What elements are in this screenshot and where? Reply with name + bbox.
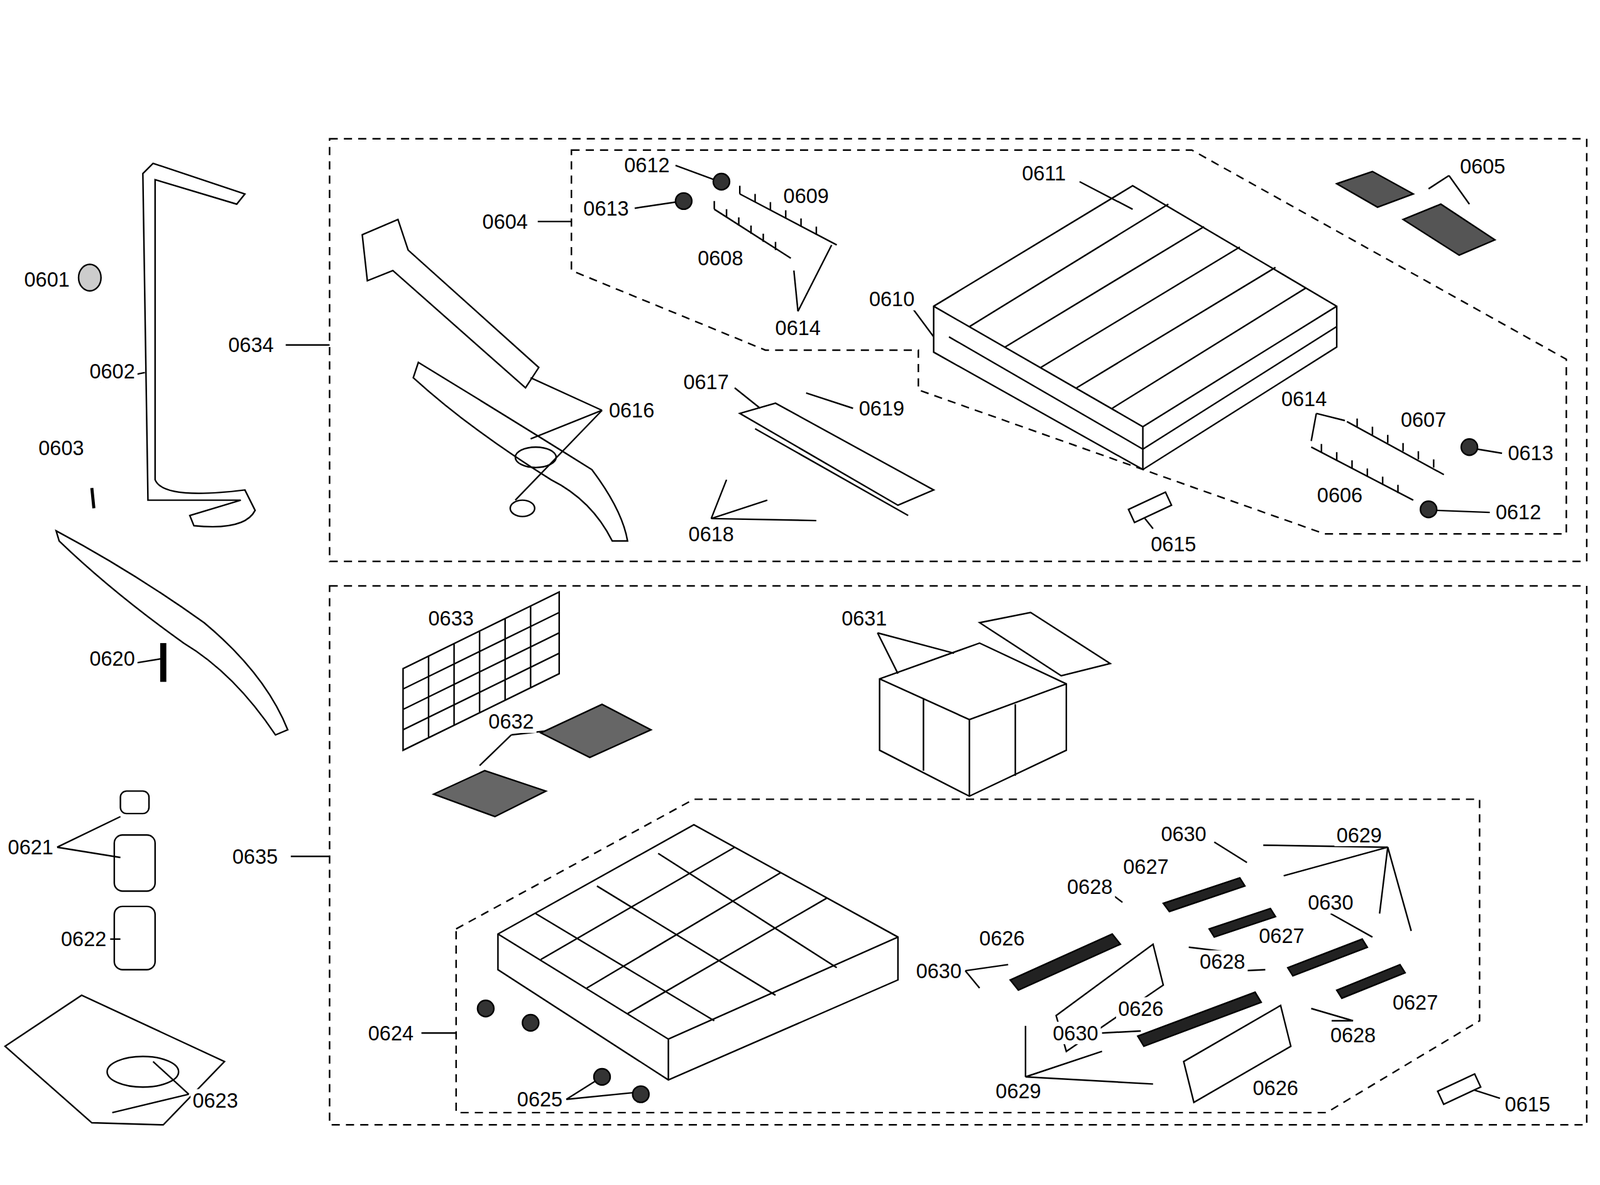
callout-number: 0630	[1158, 822, 1209, 846]
callout-number: 0604	[480, 209, 530, 233]
callout-number: 0633	[426, 607, 476, 630]
callout-number: 0615	[1148, 532, 1199, 556]
callout-number: 0632	[486, 710, 537, 733]
callout-number: 0635	[230, 844, 281, 868]
callout-number: 0630	[1050, 1021, 1101, 1044]
callout-number: 0613	[1505, 441, 1556, 465]
callout-number: 0630	[913, 958, 964, 982]
callout-number: 0605	[1457, 155, 1508, 178]
callout-number: 0601	[21, 268, 72, 291]
callout-number: 0626	[977, 926, 1027, 949]
callout-number: 0612	[622, 153, 672, 177]
callout-number: 0625	[515, 1087, 565, 1111]
callout-number: 0624	[366, 1021, 417, 1044]
callout-number: 0613	[581, 196, 631, 220]
callout-number: 0614	[1279, 387, 1330, 411]
callout-number: 0608	[695, 246, 746, 270]
callout-number: 0621	[5, 835, 56, 859]
callout-number: 0630	[1305, 891, 1356, 914]
callout-number: 0614	[772, 316, 823, 339]
callout-number: 0626	[1116, 996, 1166, 1020]
callout-number: 0631	[839, 607, 890, 630]
callout-number: 0628	[1328, 1023, 1379, 1047]
callout-number: 0628	[1065, 875, 1115, 899]
callout-number: 0607	[1398, 407, 1449, 431]
callout-number: 0617	[681, 370, 731, 393]
callout-number: 0618	[686, 522, 736, 545]
callout-number: 0623	[190, 1089, 241, 1112]
callout-number: 0627	[1256, 924, 1307, 948]
callout-number: 0616	[607, 399, 657, 422]
callout-number: 0619	[857, 397, 907, 420]
callout-number: 0627	[1390, 991, 1441, 1014]
callout-number: 0610	[867, 287, 917, 311]
callout-number: 0603	[36, 436, 87, 460]
callout-number: 0628	[1197, 950, 1248, 973]
callout-number: 0602	[87, 360, 137, 383]
callout-number: 0615	[1502, 1092, 1553, 1116]
callout-number: 0609	[781, 184, 831, 208]
callout-number: 0606	[1315, 483, 1365, 507]
callout-number: 0611	[1019, 162, 1068, 185]
callout-number: 0612	[1493, 500, 1544, 524]
callout-number: 0622	[59, 927, 109, 951]
callout-number: 0629	[993, 1079, 1044, 1103]
callout-number: 0634	[226, 333, 276, 357]
callout-number: 0626	[1250, 1076, 1301, 1100]
callout-number: 0627	[1121, 855, 1171, 878]
callout-number: 0620	[87, 646, 137, 670]
callout-number: 0629	[1334, 823, 1384, 846]
